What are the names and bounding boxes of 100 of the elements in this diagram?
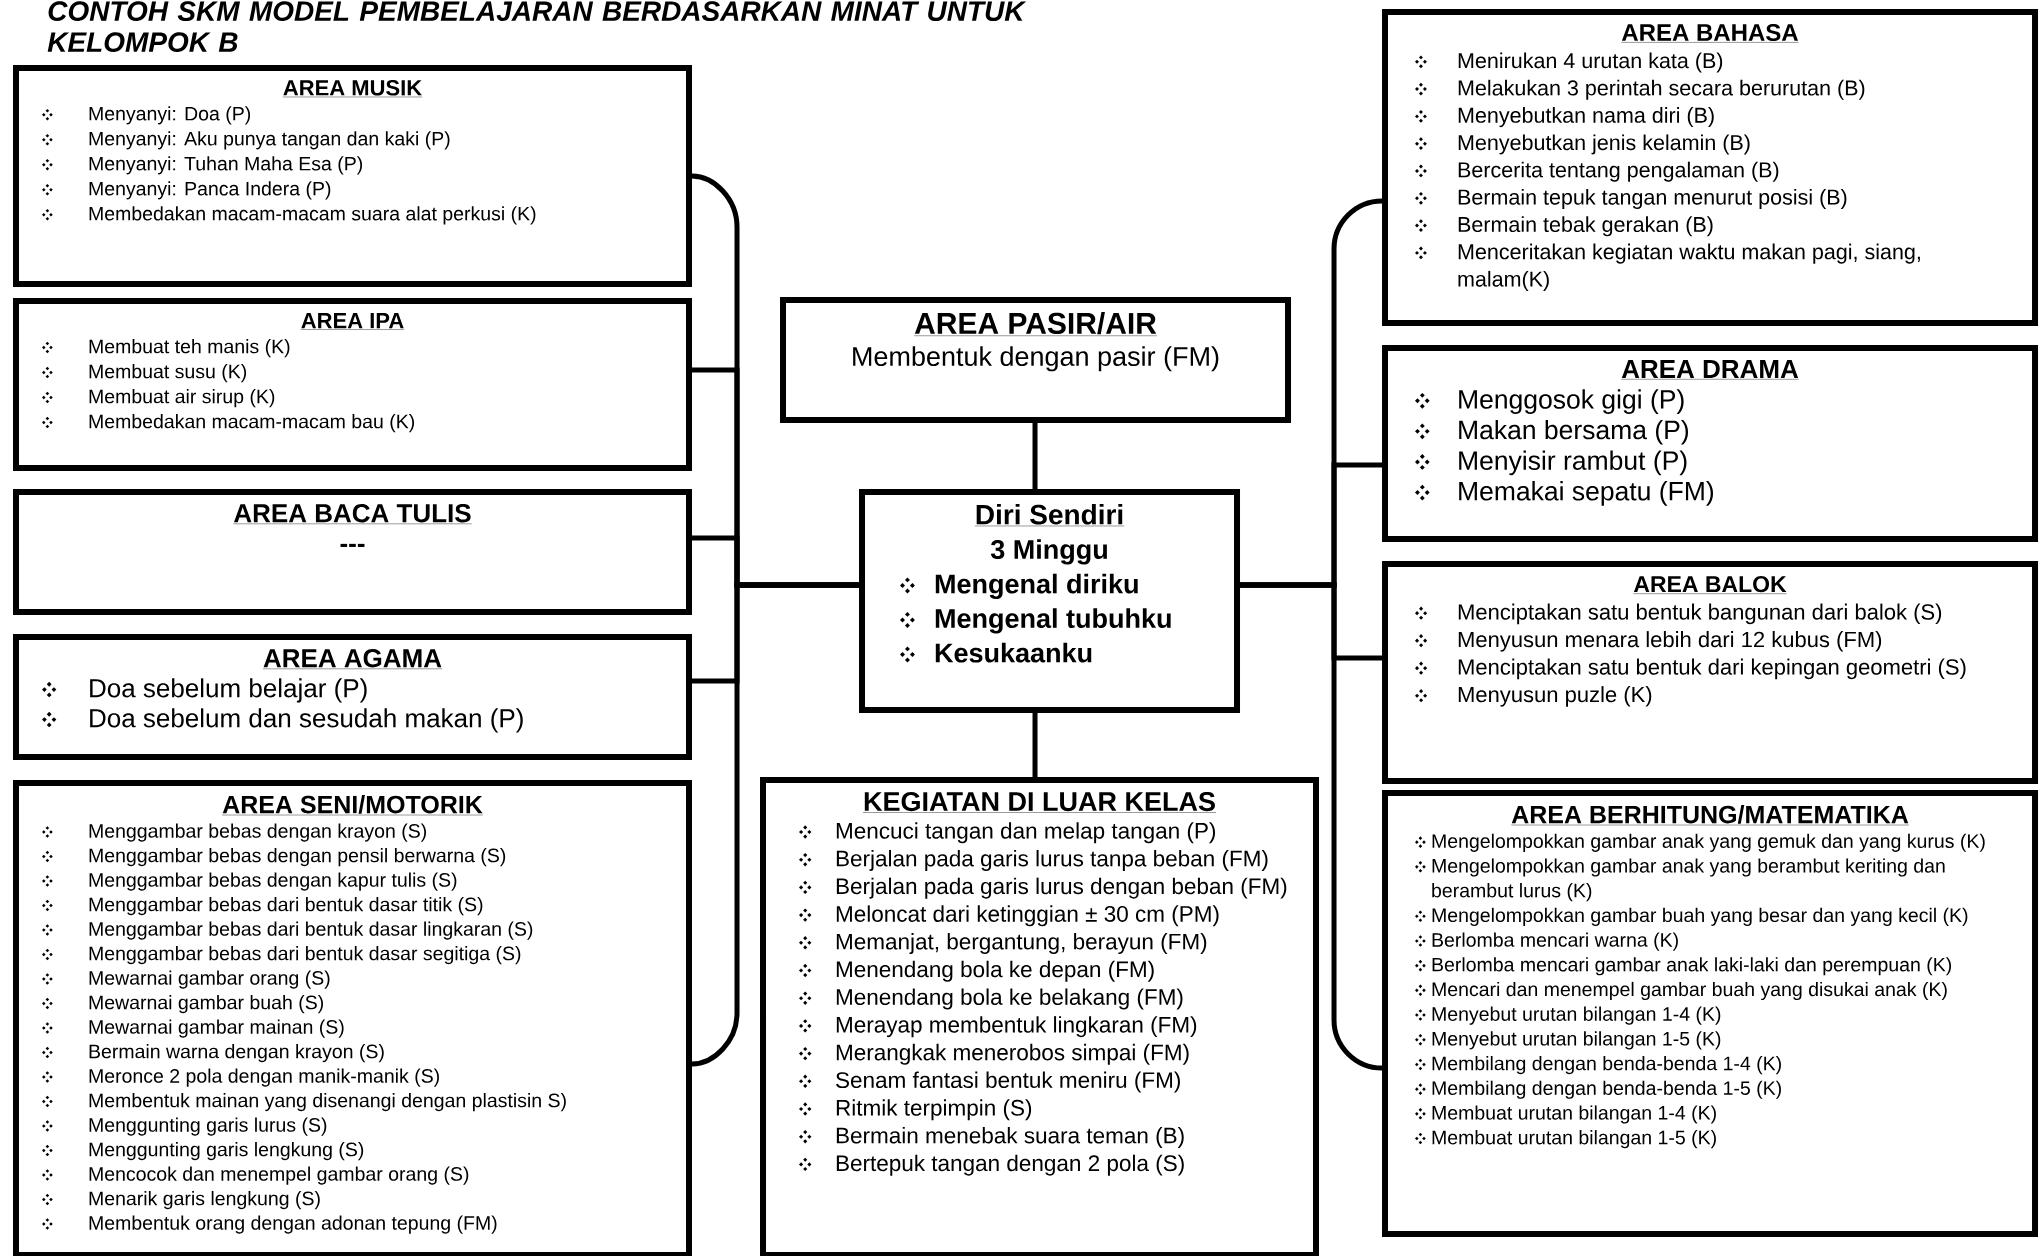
list-item: Membuat urutan bilangan 1-4 (K) (1432, 1105, 1716, 1124)
list-item: Menciptakan satu bentuk bangunan dari balok (S) (1458, 603, 1942, 625)
list-item: Menggunting garis lurus (S) (89, 1117, 327, 1136)
area-box (780, 297, 1291, 423)
area-box (13, 298, 692, 471)
list-item: Menggambar bebas dengan pensil berwarna (S) (89, 848, 506, 867)
list-item: Menirukan 4 urutan kata (B) (1458, 52, 1723, 73)
list-item: Membedakan macam-macam suara alat perkusi (K) (89, 206, 536, 225)
list-item: Mengenal tubuhku (935, 608, 1171, 634)
list-item: Merayap membentuk lingkaran (FM) (836, 1016, 1197, 1038)
list-item: Bercerita tentang pengalaman (B) (1458, 161, 1779, 182)
list-item: Menendang bola ke depan (FM) (836, 960, 1154, 982)
list-item: Membilang dengan benda-benda 1-5 (K) (1432, 1080, 1781, 1099)
list-item: Menyusun puzle (K) (1458, 686, 1652, 707)
list-item: Mengelompokkan gambar anak yang gemuk dan yang kurus (K) (1432, 833, 1985, 852)
list-item: Doa sebelum dan sesudah makan (P) (90, 708, 523, 733)
list-item: Menggambar bebas dari bentuk dasar titik (S) (89, 897, 483, 916)
list-item: Makan bersama (P) (1459, 419, 1688, 445)
list-item: Menyanyi: Panca Indera (P) (89, 181, 331, 200)
list-item: Membilang dengan benda-benda 1-4 (K) (1432, 1056, 1781, 1075)
list-item: Membuat teh manis (K) (89, 339, 290, 358)
area-box (1382, 345, 2039, 542)
area-box (760, 777, 1319, 1256)
area-heading: AREA AGAMA (262, 649, 443, 670)
list-item: Menyanyi: Doa (P) (89, 106, 251, 125)
area-heading: KEGIATAN DI LUAR KELAS (862, 792, 1217, 813)
list-item: Mengenal diriku (935, 573, 1138, 599)
area-heading: AREA SENI/MOTORIK (221, 795, 484, 816)
list-item: Menggunting garis lengkung (S) (89, 1142, 364, 1161)
area-box (13, 65, 692, 287)
list-item: Mewarnai gambar orang (S) (89, 970, 330, 989)
list-item: Mencocok dan menempel gambar orang (S) (89, 1166, 469, 1185)
list-item: Menyebutkan nama diri (B) (1458, 107, 1714, 128)
area-box (13, 780, 692, 1256)
area-box (1382, 790, 2039, 1237)
list-item: Membentuk orang dengan adonan tepung (FM) (89, 1215, 497, 1234)
list-item: Mengelompokkan gambar anak yang berambut keriting dan berambut lurus (K) (1432, 858, 1945, 902)
list-item: Mewarnai gambar mainan (S) (89, 1019, 344, 1038)
list-item: Menggambar bebas dari bentuk dasar segitiga (S) (89, 946, 521, 965)
area-heading: AREA DRAMA (1621, 360, 1800, 380)
list-item: Doa sebelum belajar (P) (90, 678, 367, 703)
list-item: Mewarnai gambar buah (S) (89, 995, 323, 1014)
list-item: Menyanyi: Aku punya tangan dan kaki (P) (89, 131, 450, 150)
list-item: Menyebut urutan bilangan 1-5 (K) (1432, 1031, 1721, 1050)
list-item: Mencari dan menempel gambar buah yang disukai anak (K) (1432, 981, 1947, 1001)
area-heading: AREA PASIR/AIR (913, 312, 1158, 336)
list-item: Menggambar bebas dengan kapur tulis (S) (89, 872, 457, 891)
connector-line (691, 582, 859, 1067)
duration-text: 3 Minggu (990, 539, 1107, 565)
area-heading: Diri Sendiri (974, 504, 1125, 527)
list-item: Menyisir rambut (P) (1459, 450, 1687, 476)
list-item: Ritmik terpimpin (S) (836, 1099, 1032, 1121)
area-box (13, 489, 692, 615)
list-item: Berlomba mencari warna (K) (1432, 932, 1678, 951)
list-item: Berjalan pada garis lurus tanpa beban (FM) (836, 849, 1268, 871)
activity-text: Membentuk dengan pasir (FM) (853, 346, 1219, 372)
list-item: Membentuk mainan yang disenangi dengan plastisin S) (89, 1093, 566, 1112)
list-item: Bertepuk tangan dengan 2 pola (S) (836, 1154, 1184, 1176)
list-item: Menendang bola ke belakang (FM) (836, 988, 1183, 1010)
list-item: Mengelompokkan gambar buah yang besar dan yang kecil (K) (1432, 907, 1968, 926)
list-item: Membuat susu (K) (89, 364, 247, 383)
area-heading: AREA BERHITUNG/MATEMATIKA (1511, 805, 1910, 826)
list-item: Membuat air sirup (K) (89, 389, 275, 408)
list-item: Menarik garis lengkung (S) (89, 1191, 320, 1210)
list-item: Menyebut urutan bilangan 1-4 (K) (1432, 1006, 1721, 1025)
list-item: Bermain warna dengan krayon (S) (89, 1044, 384, 1063)
list-item: Bermain menebak suara teman (B) (836, 1126, 1184, 1148)
list-item: Bermain tebak gerakan (B) (1458, 216, 1713, 237)
list-item: Menceritakan kegiatan waktu makan pagi, siang, malam(K) (1458, 243, 1920, 291)
area-box (1382, 561, 2039, 784)
list-item: Berjalan pada garis lurus dengan beban (FM) (836, 877, 1287, 899)
title: CONTOH SKM MODEL PEMBELAJARAN BERDASARKAN MINAT UNTUK KELOMPOK B (47, 1, 1027, 52)
list-item: Memanjat, bergantung, berayun (FM) (836, 933, 1207, 955)
list-item: Kesukaanku (935, 642, 1092, 663)
list-item: Menyanyi: Tuhan Maha Esa (P) (89, 156, 363, 175)
list-item: Membedakan macam-macam bau (K) (89, 414, 414, 433)
list-item: Menciptakan satu bentuk dari kepingan geometri (S) (1458, 658, 1966, 680)
list-item: Membuat urutan bilangan 1-5 (K) (1432, 1130, 1716, 1149)
list-item: Menyebutkan jenis kelamin (B) (1458, 134, 1750, 155)
connector-line (1032, 713, 1038, 777)
list-item: Menyusun menara lebih dari 12 kubus (FM) (1458, 631, 1882, 652)
area-box (1382, 9, 2039, 326)
list-item: Bermain tepuk tangan menurut posisi (B) (1458, 189, 1847, 210)
area-heading: AREA BACA TULIS (233, 504, 472, 525)
list-item: Meronce 2 pola dengan manik-manik (S) (89, 1068, 439, 1087)
connector-line (1032, 423, 1038, 489)
list-item: Berlomba mencari gambar anak laki-laki dan perempuan (K) (1432, 957, 1951, 976)
list-item: Menggambar bebas dari bentuk dasar lingkaran (S) (89, 921, 533, 940)
list-item: Menggosok gigi (P) (1459, 389, 1684, 414)
list-item: Merangkak menerobos simpai (FM) (836, 1043, 1189, 1065)
list-item: Senam fantasi bentuk meniru (FM) (836, 1071, 1180, 1093)
area-heading: AREA BALOK (1633, 576, 1787, 594)
area-heading: AREA MUSIK (282, 80, 423, 98)
list-item: Meloncat dari ketinggian ± 30 cm (PM) (836, 905, 1219, 927)
placeholder-text: --- (340, 543, 365, 547)
list-item: Menggambar bebas dengan krayon (S) (89, 823, 426, 842)
list-item: Melakukan 3 perintah secara berurutan (B) (1458, 79, 1865, 100)
list-item: Mencuci tangan dan melap tangan (P) (836, 822, 1216, 844)
list-item: Memakai sepatu (FM) (1459, 481, 1714, 506)
area-heading: AREA BAHASA (1621, 24, 1799, 43)
